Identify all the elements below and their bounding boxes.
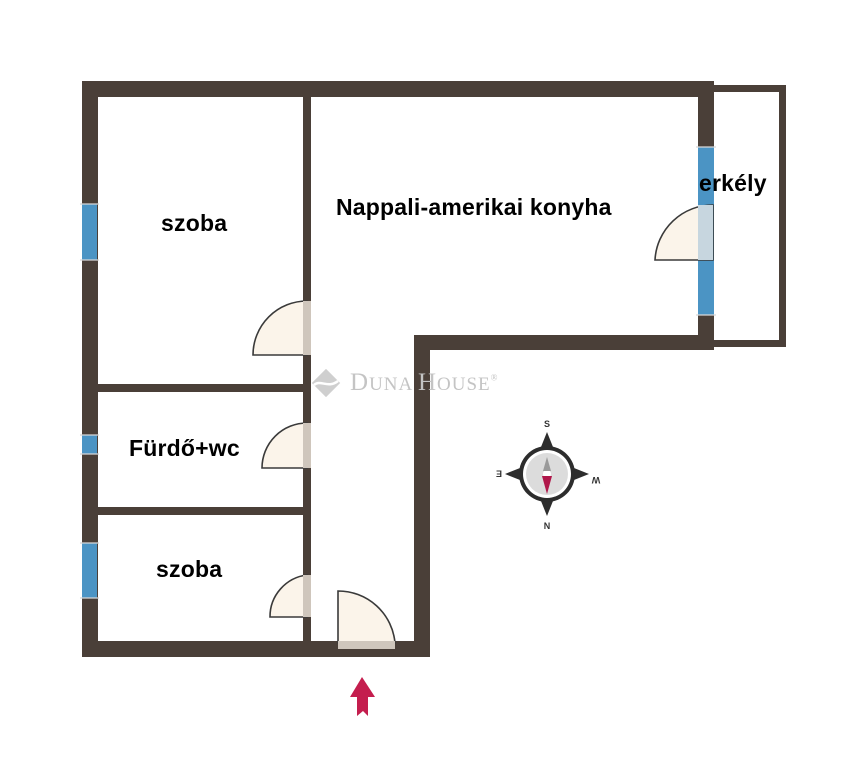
door-bathroom — [261, 422, 308, 469]
duna-house-logo-icon — [311, 368, 341, 398]
room-label-bathroom: Fürdő+wc — [129, 435, 240, 461]
interior-walls — [97, 97, 311, 641]
room-label-balcony: erkély — [699, 170, 767, 196]
door-bedroom-bottom — [269, 574, 308, 618]
compass-icon: S N E W — [496, 419, 601, 531]
entrance-arrow-icon — [350, 677, 375, 716]
balcony-walls — [712, 85, 786, 347]
watermark-text: DUNA HOUSE® — [350, 369, 499, 396]
room-label-bedroom-bottom: szoba — [156, 556, 223, 582]
doors — [252, 204, 714, 649]
door-bedroom-top — [252, 300, 308, 356]
duna-house-watermark: DUNA HOUSE® — [308, 365, 498, 401]
window-bathroom — [82, 435, 97, 454]
windows — [80, 146, 716, 599]
window-bedroom-top — [82, 204, 97, 260]
compass-right-letter: W — [592, 475, 601, 485]
compass-top-letter: S — [544, 419, 550, 429]
compass-bottom-letter: N — [544, 521, 551, 531]
room-label-bedroom-top: szoba — [161, 210, 228, 236]
door-entrance — [337, 590, 396, 644]
room-label-living-kitchen: Nappali-amerikai konyha — [336, 194, 612, 220]
compass-left-letter: E — [496, 469, 502, 479]
window-bedroom-bottom — [82, 543, 97, 598]
